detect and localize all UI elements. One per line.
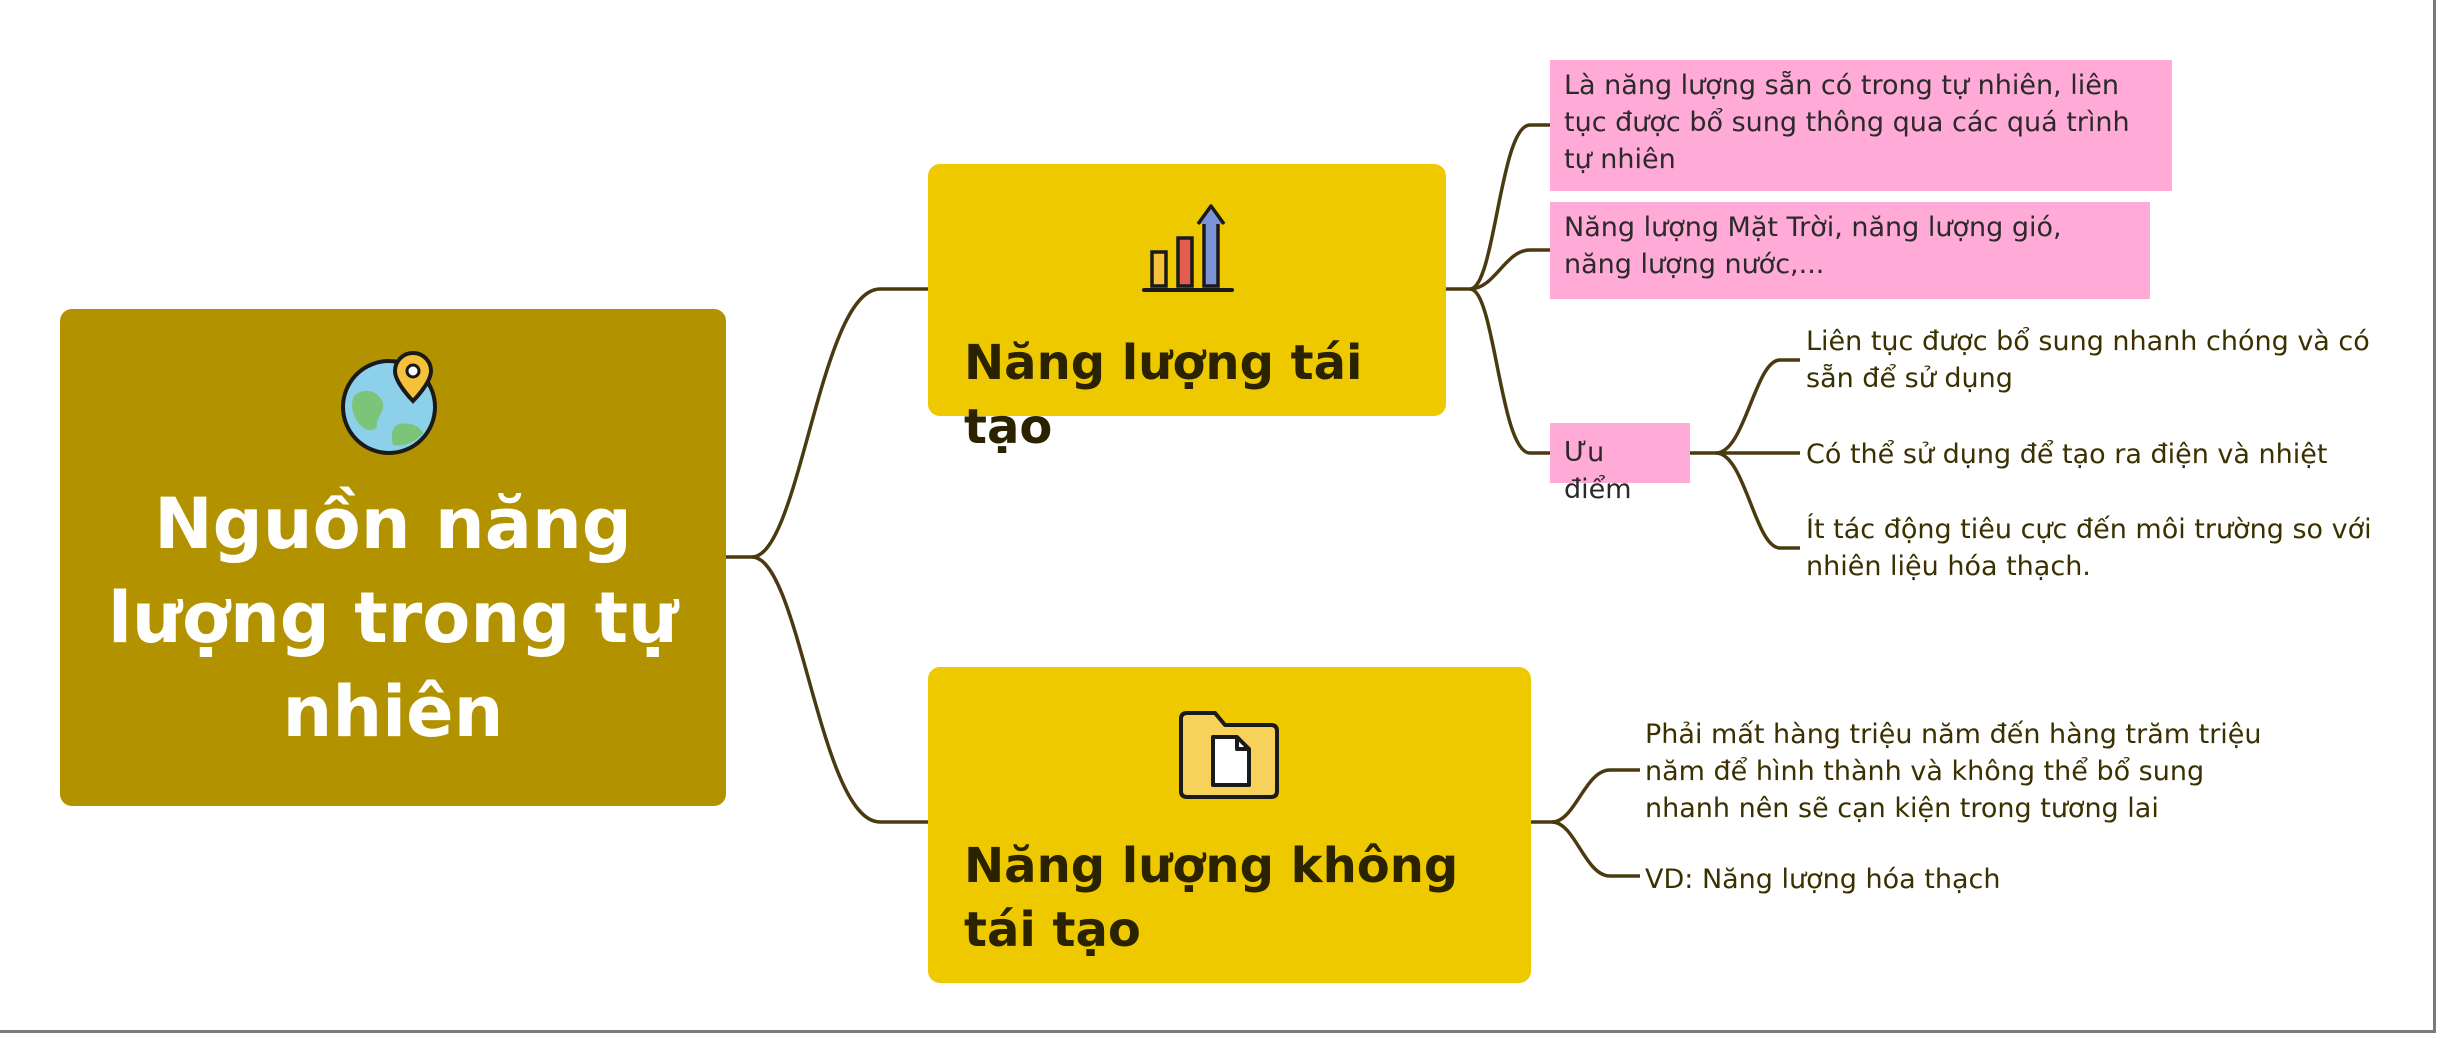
- frame-border-bottom: [0, 1030, 2436, 1033]
- nonrenewable-item[interactable]: Phải mất hàng triệu năm đến hàng trăm tr…: [1645, 719, 2262, 824]
- renewable-examples-note[interactable]: Năng lượng Mặt Trời, năng lượng gió, năn…: [1550, 202, 2150, 299]
- connector-to-advantage: [1469, 287, 1550, 455]
- connector-root-to-nonrenewable: [751, 555, 928, 824]
- connector-to-advantage-3: [1715, 451, 1800, 550]
- central-topic-title: Nguồn năng lượng trong tự nhiên: [108, 483, 678, 753]
- connector-to-definition: [1469, 123, 1550, 291]
- connector-root-to-renewable: [751, 287, 928, 559]
- advantage-item[interactable]: Liên tục được bổ sung nhanh chóng và có …: [1806, 326, 2370, 394]
- topic-nonrenewable-title: Năng lượng không tái tạo: [964, 838, 1459, 958]
- topic-nonrenewable-energy[interactable]: Năng lượng không tái tạo: [928, 667, 1531, 983]
- connector-to-nonrenewable-2: [1551, 820, 1640, 878]
- advantage-item[interactable]: Ít tác động tiêu cực đến môi trường so v…: [1806, 514, 2372, 582]
- advantage-label[interactable]: Ưu điểm: [1550, 423, 1690, 505]
- frame-border-right: [2433, 0, 2436, 1030]
- renewable-definition-note[interactable]: Là năng lượng sẵn có trong tự nhiên, liê…: [1550, 60, 2172, 191]
- bar-chart-growth-arrow-icon: [1142, 204, 1234, 292]
- topic-renewable-energy[interactable]: Năng lượng tái tạo: [928, 164, 1446, 455]
- central-topic[interactable]: Nguồn năng lượng trong tự nhiên: [60, 309, 726, 806]
- folder-document-icon: [1179, 711, 1279, 799]
- connector-to-advantage-1: [1715, 358, 1800, 455]
- globe-location-pin-icon: [341, 351, 437, 455]
- advantage-item[interactable]: Có thể sử dụng để tạo ra điện và nhiệt: [1806, 439, 2328, 470]
- connector-to-examples: [1469, 248, 1550, 291]
- nonrenewable-item[interactable]: VD: Năng lượng hóa thạch: [1645, 864, 2001, 895]
- connector-to-nonrenewable-1: [1551, 768, 1640, 824]
- topic-renewable-title: Năng lượng tái tạo: [964, 335, 1363, 455]
